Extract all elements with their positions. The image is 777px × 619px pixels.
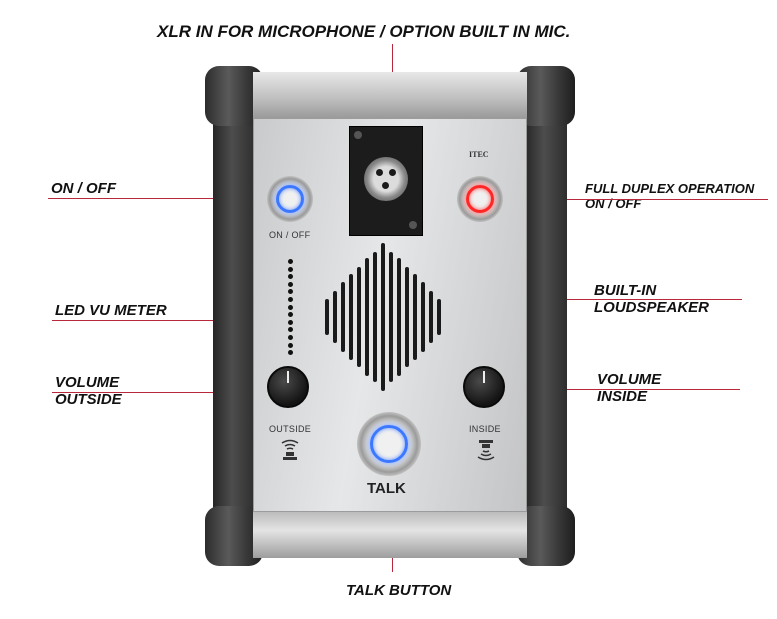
callout-led-vu: LED VU METER	[55, 302, 167, 319]
callout-volume-outside-line2: OUTSIDE	[55, 391, 122, 409]
callout-line-builtin	[520, 299, 742, 300]
callout-line-full-duplex	[500, 199, 768, 200]
speaker-slot	[325, 299, 329, 335]
right-rail	[525, 96, 567, 536]
xlr-connector[interactable]	[349, 126, 423, 236]
callout-volume-inside: VOLUME INSIDE	[597, 371, 661, 406]
speaker-slot	[341, 282, 345, 352]
vu-led	[288, 319, 293, 325]
screw-icon	[409, 221, 417, 229]
led-vu-meter	[287, 259, 295, 359]
speaker-slot	[389, 252, 393, 382]
knob-indicator	[483, 371, 485, 383]
callout-builtin-line1: BUILT-IN	[594, 282, 657, 299]
callout-volume-inside-line1: VOLUME	[597, 371, 662, 388]
speaker-slot	[357, 267, 361, 367]
duplex-led-ring	[466, 185, 494, 213]
vu-led	[288, 259, 293, 264]
xlr-pin	[376, 169, 383, 176]
callout-builtin-line2: LOUDSPEAKER	[594, 299, 710, 317]
speaker-slot	[349, 274, 353, 360]
vu-led	[288, 297, 293, 302]
callout-builtin: BUILT-IN LOUDSPEAKER	[594, 282, 709, 317]
brand-logo: ITEC	[469, 150, 489, 159]
outside-label: OUTSIDE	[269, 424, 312, 434]
vu-led	[288, 312, 293, 318]
callout-line-led-vu	[52, 320, 284, 321]
speaker-inside-icon	[477, 440, 495, 461]
talk-label: TALK	[367, 480, 406, 497]
callout-xlr: XLR IN FOR MICROPHONE / OPTION BUILT IN …	[157, 22, 571, 41]
vu-led	[288, 274, 293, 280]
intercom-device: ITEC ON / OFF OUTSIDE INSIDE TALK	[205, 66, 575, 566]
speaker-slot	[405, 267, 409, 367]
callout-line-volume-inside	[500, 389, 740, 390]
xlr-pin	[389, 169, 396, 176]
volume-inside-knob[interactable]	[463, 366, 505, 408]
top-profile	[253, 72, 527, 118]
knob-indicator	[287, 371, 289, 383]
power-button[interactable]	[267, 176, 313, 222]
vu-led	[288, 304, 293, 310]
vu-led	[288, 289, 293, 295]
talk-led-ring	[370, 425, 408, 463]
callout-full-duplex-line1: FULL DUPLEX OPERATION	[585, 181, 755, 196]
callout-talk-button: TALK BUTTON	[346, 582, 452, 599]
callout-volume-inside-line2: INSIDE	[597, 388, 648, 406]
speaker-slot	[421, 282, 425, 352]
speaker-slot	[381, 243, 385, 391]
callout-full-duplex: FULL DUPLEX OPERATION ON / OFF	[585, 181, 755, 212]
bottom-profile	[253, 512, 527, 558]
vu-led	[288, 281, 293, 287]
power-label: ON / OFF	[269, 230, 311, 240]
callout-on-off: ON / OFF	[51, 180, 116, 197]
callout-line-volume-outside	[52, 392, 280, 393]
left-rail	[213, 96, 255, 536]
volume-outside-knob[interactable]	[267, 366, 309, 408]
callout-volume-outside-line1: VOLUME	[55, 374, 120, 391]
speaker-slot	[333, 291, 337, 343]
callout-line-on-off	[48, 198, 280, 199]
talk-button[interactable]	[357, 412, 421, 476]
speaker-slot	[429, 291, 433, 343]
vu-led	[288, 350, 293, 356]
vu-led	[288, 342, 293, 348]
power-led-ring	[276, 185, 304, 213]
speaker-slot	[437, 299, 441, 335]
full-duplex-button[interactable]	[457, 176, 503, 222]
screw-icon	[354, 131, 362, 139]
inside-label: INSIDE	[469, 424, 501, 434]
vu-led	[288, 335, 293, 340]
speaker-slot	[397, 258, 401, 376]
speaker-outside-icon	[281, 439, 299, 460]
speaker-slot	[373, 252, 377, 382]
xlr-socket-icon	[364, 157, 408, 201]
vu-led	[288, 266, 293, 272]
speaker-slot	[365, 258, 369, 376]
callout-volume-outside: VOLUME OUTSIDE	[55, 374, 122, 409]
speaker-grille	[325, 242, 445, 392]
speaker-slot	[413, 274, 417, 360]
vu-led	[288, 327, 293, 333]
xlr-pin	[382, 182, 389, 189]
